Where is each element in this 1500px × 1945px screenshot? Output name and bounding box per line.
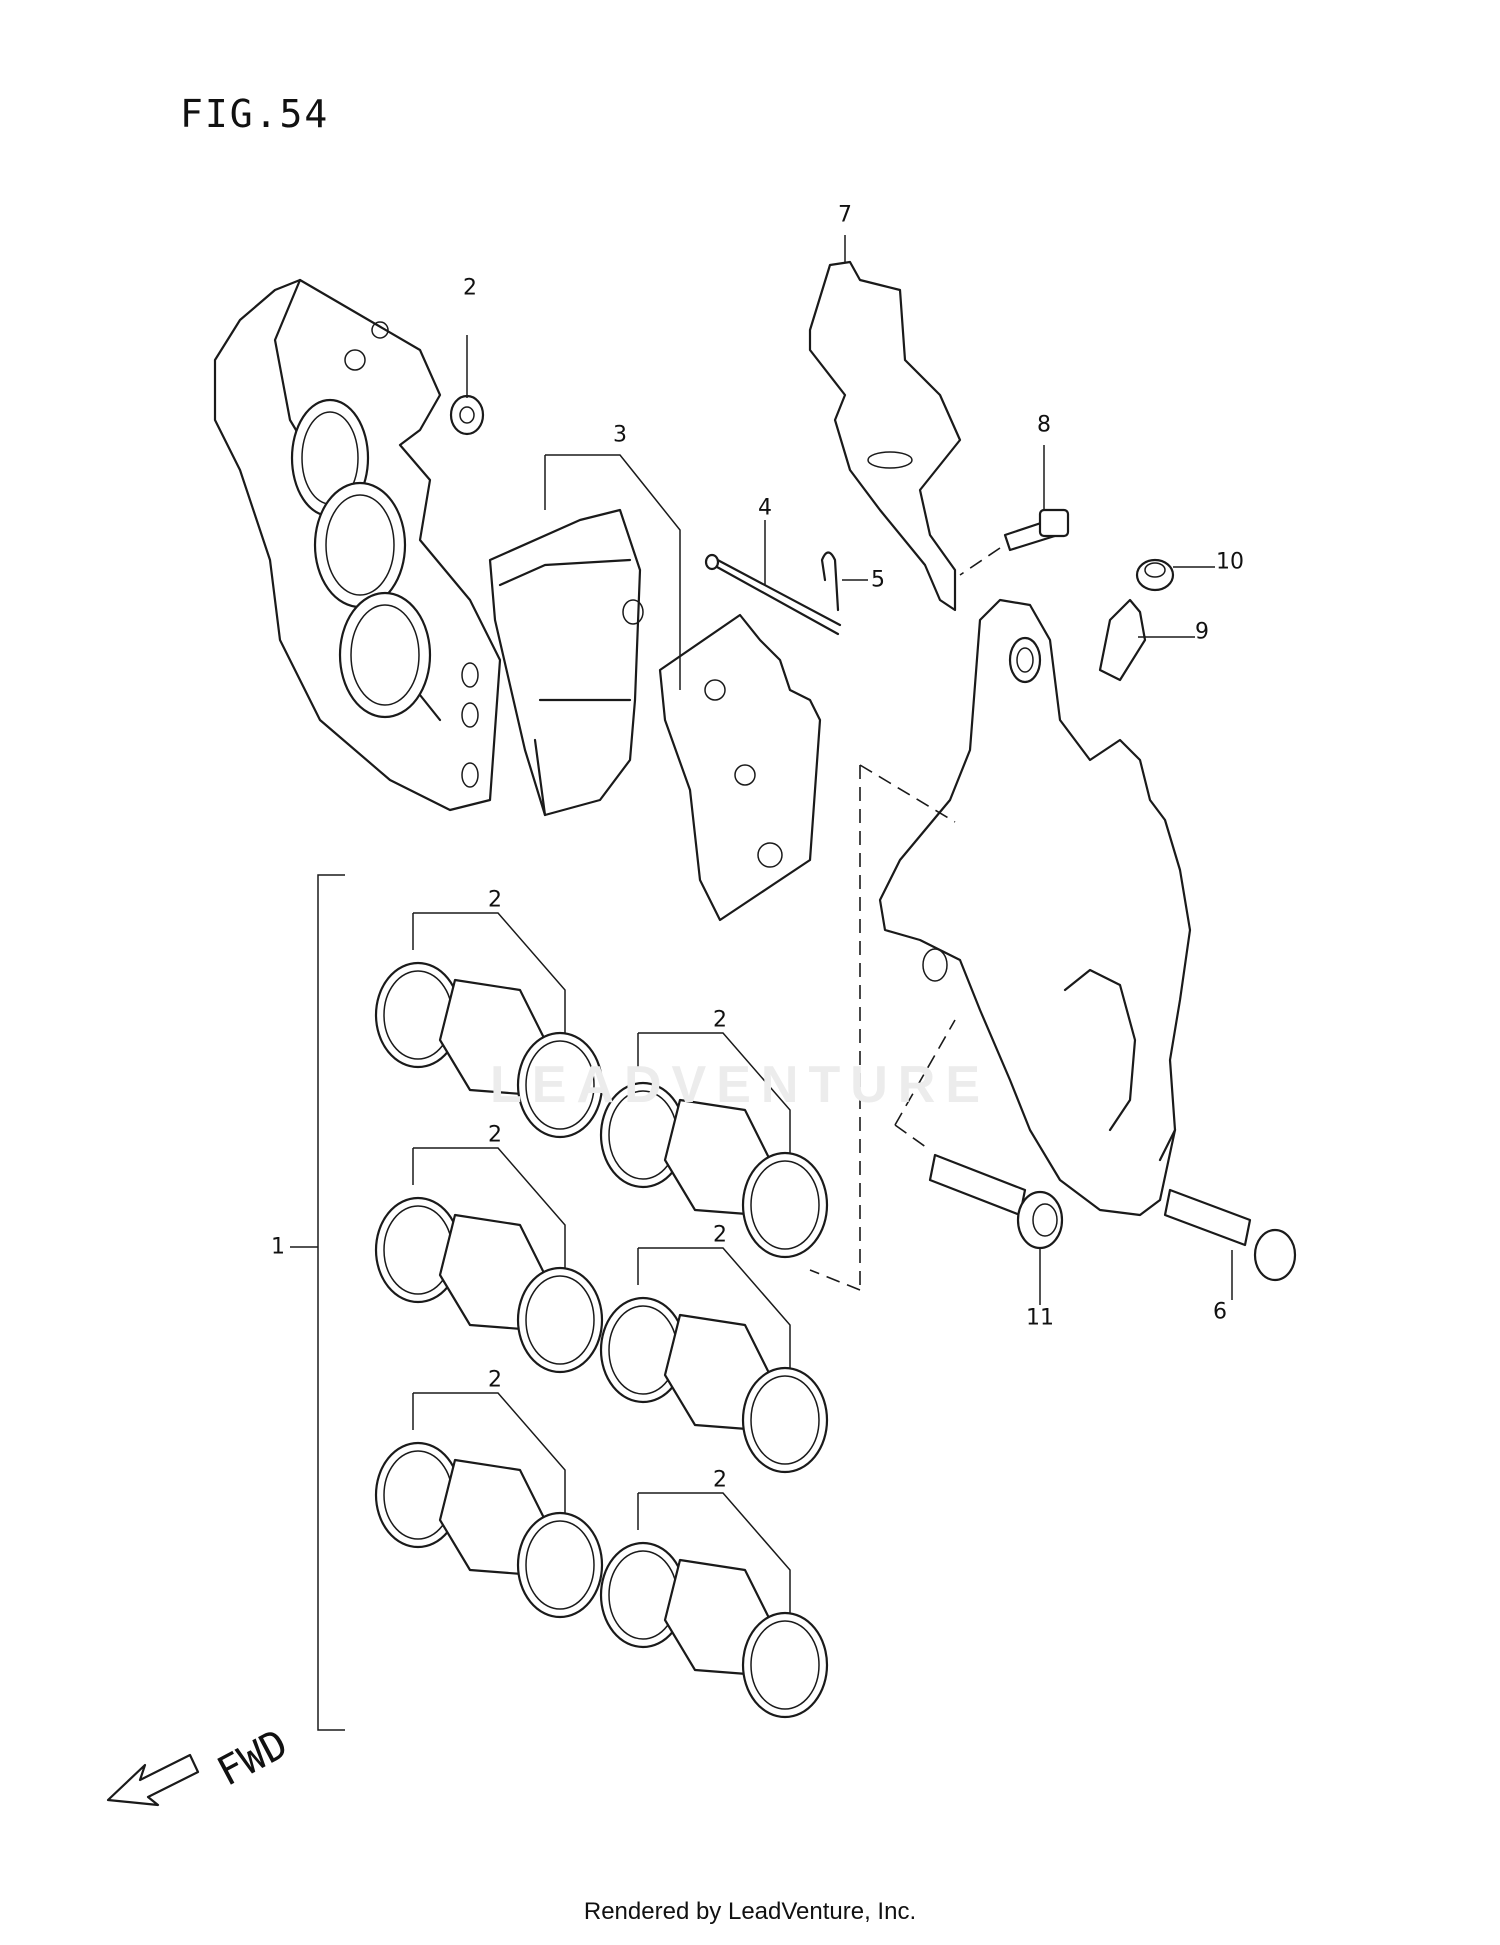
washer-top <box>449 335 485 436</box>
alignment-line <box>809 764 956 1291</box>
assembly-bracket <box>290 874 345 1731</box>
callout-2-piston: 2 <box>713 1007 727 1033</box>
callout-2-piston: 2 <box>488 1367 502 1393</box>
left-caliper-half <box>213 278 502 812</box>
right-caliper-half <box>878 598 1192 1217</box>
screw <box>959 445 1070 576</box>
callout-8: 8 <box>1037 412 1051 438</box>
brake-pad-front <box>488 508 644 817</box>
figure-title: FIG.54 <box>180 92 330 136</box>
callout-11: 11 <box>1026 1305 1054 1331</box>
callout-10: 10 <box>1216 549 1244 575</box>
callout-1: 1 <box>271 1234 285 1260</box>
callout-4: 4 <box>758 495 772 521</box>
clip <box>820 551 840 612</box>
bleeder-cap <box>1135 558 1215 592</box>
callout-9: 9 <box>1195 619 1209 645</box>
callout-2-piston: 2 <box>713 1467 727 1493</box>
callout-5: 5 <box>871 567 885 593</box>
callout-7: 7 <box>838 202 852 228</box>
callout-2-piston: 2 <box>713 1222 727 1248</box>
watermark: LEADVENTURE <box>490 1056 991 1114</box>
callout-2-piston: 2 <box>488 1122 502 1148</box>
mounting-bolt <box>1163 1188 1297 1300</box>
bleeder-valve <box>1098 598 1195 682</box>
callout-3: 3 <box>613 422 627 448</box>
callout-2-washer: 2 <box>463 275 477 301</box>
caliper-bolt <box>928 1153 1064 1305</box>
pad-spring <box>808 235 962 612</box>
callout-6: 6 <box>1213 1299 1227 1325</box>
piston-set-group <box>374 912 829 1719</box>
arrow-forward-icon <box>106 1753 200 1807</box>
footer-credit: Rendered by LeadVenture, Inc. <box>583 1898 917 1925</box>
pad-pin <box>704 520 842 636</box>
brake-pad-rear <box>658 613 822 922</box>
callout-2-piston: 2 <box>488 887 502 913</box>
leader-3 <box>544 454 681 690</box>
